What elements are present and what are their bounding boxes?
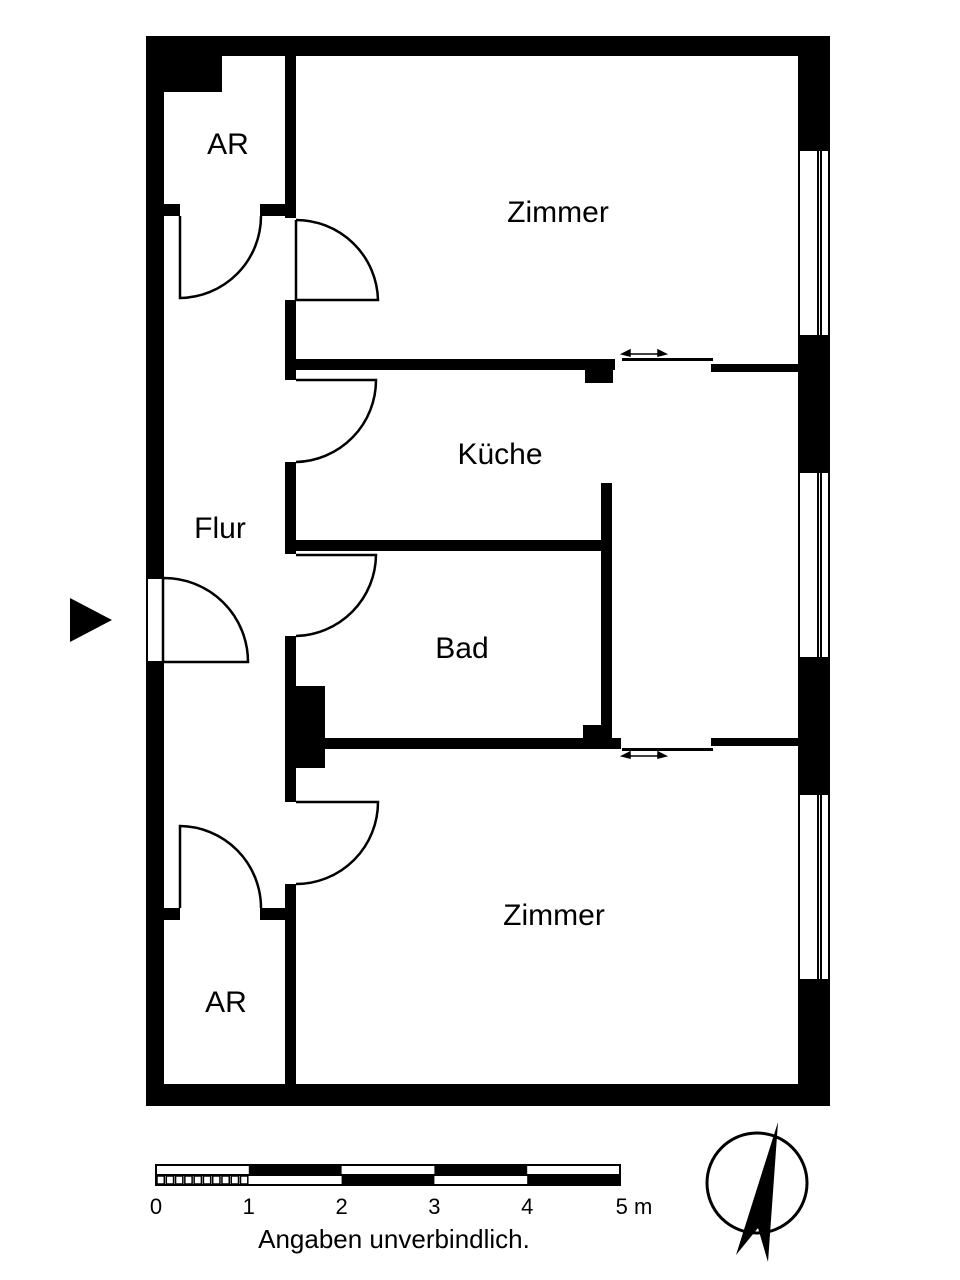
- room-label-zimmer-top: Zimmer: [507, 196, 609, 229]
- scale-subdivision-9: [239, 1175, 249, 1185]
- wall-flur-east-3: [285, 462, 296, 554]
- scale-tick-label: 4: [521, 1194, 533, 1219]
- door-kueche: [295, 378, 378, 464]
- sliding-door-bottom: [619, 748, 713, 759]
- wall-right-pier-4: [798, 980, 830, 1106]
- outer-walls: [146, 36, 830, 1106]
- door-ar-bottom: [178, 824, 263, 909]
- wall-zimmer-kueche-pillar: [585, 359, 613, 383]
- wall-ar-top-left-stub: [164, 204, 180, 216]
- disclaimer: Angaben unverbindlich.: [258, 1224, 530, 1254]
- wall-bad-zimmer-left: [325, 738, 621, 749]
- scale-subdivision-6: [211, 1175, 221, 1185]
- scale-segment-3: [434, 1165, 528, 1175]
- scale-subdivision-3: [184, 1175, 193, 1185]
- scale-tick-label: 2: [335, 1194, 347, 1219]
- room-label-ar-bottom: AR: [205, 986, 247, 1019]
- room-label-flur: Flur: [194, 512, 246, 545]
- scale-segment-2: [341, 1175, 435, 1185]
- double-arrow-icon: [619, 348, 669, 357]
- scale-subdivision-2: [174, 1175, 184, 1185]
- scale-tick-label: 3: [428, 1194, 440, 1219]
- double-arrow-icon: [619, 750, 669, 759]
- door-zimmer-bottom: [295, 800, 380, 886]
- swing-doors: [178, 215, 380, 909]
- scale-tick-label: 0: [150, 1194, 162, 1219]
- scale-subdivision-0: [156, 1175, 166, 1185]
- north-arrow-icon: [705, 1122, 809, 1262]
- wall-ar-bottom-left-stub: [164, 908, 180, 920]
- scale-tick-label: 5 m: [616, 1194, 653, 1219]
- wall-left-lower: [146, 662, 164, 1106]
- entrance-arrow-icon: [70, 598, 112, 642]
- door-bad: [295, 553, 378, 638]
- wall-zimmer-kueche-left: [285, 359, 615, 370]
- scale-subdivision-8: [230, 1175, 240, 1185]
- interior-walls: [164, 56, 799, 1084]
- wall-right-pier-2: [798, 336, 830, 472]
- wall-bad-east: [601, 483, 612, 749]
- scale-subdivision-4: [193, 1175, 203, 1185]
- room-label-zimmer-bottom: Zimmer: [503, 899, 605, 932]
- wall-flur-east-2: [285, 300, 296, 380]
- windows: [798, 149, 830, 981]
- scale-segment-1: [248, 1165, 342, 1175]
- scale-subdivision-5: [202, 1175, 212, 1185]
- entrance-opening-frame: [146, 577, 164, 663]
- wall-top: [146, 36, 830, 56]
- wall-flur-east-5: [285, 884, 296, 1084]
- wall-bad-zimmer-pillar: [583, 725, 612, 749]
- door-ar-top: [178, 215, 263, 300]
- room-label-ar-top: AR: [207, 128, 249, 161]
- window-2: [798, 471, 830, 659]
- wall-flur-east-1: [285, 56, 296, 218]
- wall-bad-zimmer-right: [711, 738, 799, 746]
- entrance-door-swing: [161, 576, 250, 664]
- corner-pillar: [146, 36, 222, 92]
- door-zimmer-top: [294, 218, 380, 302]
- sliding-door-top: [619, 348, 713, 361]
- scale-segment-4: [527, 1175, 620, 1185]
- scale-bar: 0 1 2 3 4 5 m: [150, 1164, 653, 1219]
- shaft-block: [285, 686, 325, 768]
- room-label-kueche: Küche: [457, 438, 542, 471]
- window-1: [798, 149, 830, 337]
- room-label-bad: Bad: [435, 632, 488, 665]
- scale-subdivision-7: [221, 1175, 230, 1185]
- wall-zimmer-kueche-right: [711, 364, 799, 372]
- wall-bottom: [146, 1084, 830, 1106]
- wall-right-pier-1: [798, 36, 830, 150]
- wall-kueche-bad: [285, 540, 612, 551]
- wall-right-pier-3: [798, 658, 830, 794]
- window-3: [798, 793, 830, 981]
- entrance-door: [146, 576, 250, 664]
- wall-left-upper: [146, 36, 164, 578]
- scale-tick-label: 1: [243, 1194, 255, 1219]
- scale-subdivision-1: [165, 1175, 175, 1185]
